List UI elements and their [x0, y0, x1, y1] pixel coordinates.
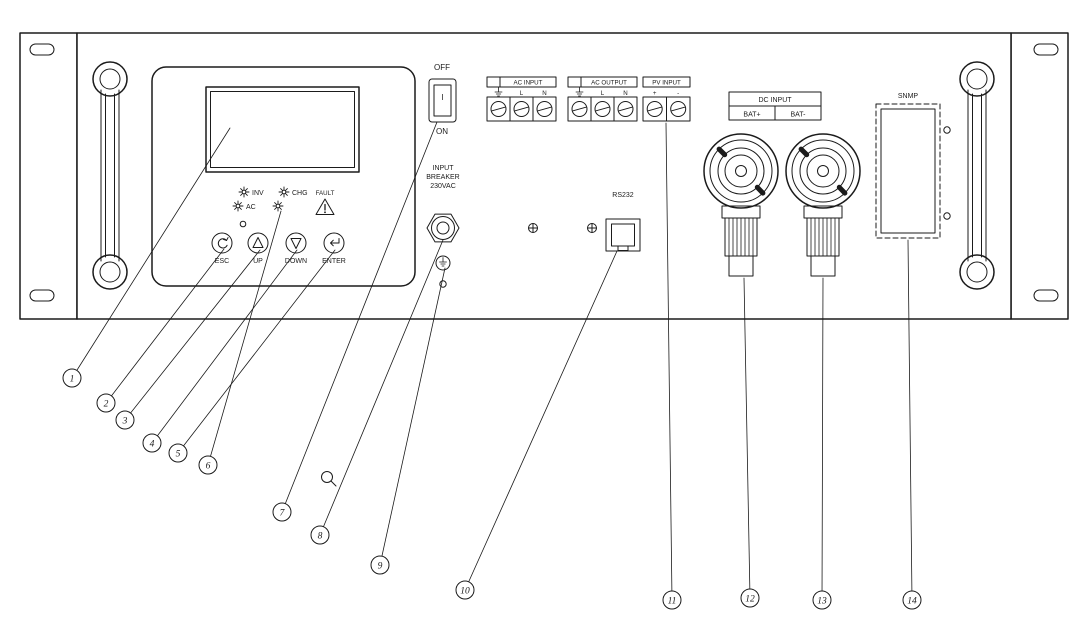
rs232-port: RS232: [605, 192, 641, 252]
bat-plus-label: BAT+: [743, 112, 760, 119]
callout-6: 6: [198, 210, 282, 475]
up-label: UP: [253, 258, 263, 265]
callouts: 1 2 3 4 5 6 7: [62, 121, 922, 610]
ac-output-pin-n: N: [623, 90, 627, 97]
rack-ear-right: [1010, 32, 1069, 320]
inv-led-label: INV: [252, 190, 264, 197]
callout-10: 10: [455, 250, 618, 600]
switch-off-label: OFF: [434, 63, 450, 72]
battery-connector-negative: [785, 133, 861, 277]
callout-8: 8: [310, 239, 444, 545]
pv-input-pin-minus: -: [677, 90, 679, 97]
input-breaker: INPUT BREAKER 230VAC: [426, 165, 460, 243]
front-panel-face: [76, 32, 1012, 320]
svg-text:7: 7: [280, 509, 286, 519]
callout-13: 13: [812, 277, 832, 610]
screw-hole: [943, 126, 951, 134]
callout-9: 9: [370, 267, 446, 575]
ac-led-icon: [232, 200, 244, 212]
snmp-label: SNMP: [898, 93, 919, 100]
display-bezel: INV CHG FAULT AC ESC: [151, 66, 416, 287]
down-button: DOWN: [285, 232, 307, 265]
pv-input-terminal: PV INPUT + -: [642, 76, 691, 122]
power-switch: OFF I ON: [428, 63, 457, 136]
down-label: DOWN: [285, 258, 307, 265]
svg-text:5: 5: [176, 450, 181, 460]
ac-input-pin-n: N: [542, 90, 546, 97]
svg-text:13: 13: [817, 597, 827, 607]
led-indicators: INV CHG FAULT AC: [232, 186, 335, 228]
callout-14: 14: [902, 239, 922, 610]
svg-text:9: 9: [378, 562, 383, 572]
svg-text:2: 2: [104, 400, 109, 410]
lcd-screen: [205, 86, 360, 173]
ground-terminal: [435, 255, 451, 288]
chassis: [19, 32, 1069, 320]
ac-output-pin-l: L: [601, 90, 605, 97]
callout-3: 3: [115, 249, 261, 430]
ac-led-label: AC: [246, 204, 256, 211]
callout-11: 11: [662, 122, 682, 610]
ac-input-terminal: AC INPUT L N: [486, 76, 557, 122]
status-led-dot: [239, 220, 247, 228]
snmp-slot: SNMP: [875, 93, 951, 239]
callout-4: 4: [142, 249, 298, 453]
switch-on-label: ON: [436, 127, 448, 136]
esc-label: ESC: [215, 258, 229, 265]
callout-1: 1: [62, 127, 231, 388]
rs232-label: RS232: [612, 192, 634, 199]
svg-text:12: 12: [745, 595, 755, 605]
svg-text:3: 3: [122, 417, 128, 427]
callout-12: 12: [740, 277, 760, 608]
ac-input-pin-l: L: [520, 90, 524, 97]
switch-on-mark: I: [441, 93, 443, 102]
callout-2: 2: [96, 248, 225, 413]
dc-input-label: DC INPUT BAT+ BAT-: [728, 91, 822, 121]
svg-text:4: 4: [150, 440, 155, 450]
ear-slot-top-left: [29, 43, 55, 56]
battery-connector-positive: [703, 133, 779, 277]
svg-text:8: 8: [318, 532, 323, 542]
keypad: ESC UP DOWN ENTER: [211, 232, 346, 265]
spare-led-icon: [272, 200, 284, 212]
svg-text:14: 14: [907, 597, 917, 607]
svg-text:11: 11: [668, 597, 677, 607]
callout-7: 7: [272, 121, 438, 522]
warning-triangle-icon: [315, 198, 335, 215]
svg-text:6: 6: [206, 462, 211, 472]
handle-right: [959, 61, 995, 290]
callout-5: 5: [168, 249, 336, 463]
esc-button: ESC: [211, 232, 233, 265]
panel-screw-icon: [587, 223, 597, 233]
breaker-label-2: BREAKER: [426, 174, 459, 181]
panel-screw-icon: [528, 223, 538, 233]
screw-hole: [439, 280, 447, 288]
breaker-nut: [426, 213, 460, 243]
pv-input-pin-plus: +: [653, 90, 657, 97]
ac-output-terminal: AC OUTPUT L N: [567, 76, 638, 122]
chg-led-label: CHG: [292, 190, 308, 197]
pv-input-title: PV INPUT: [652, 80, 681, 87]
ear-slot-top-right: [1033, 43, 1059, 56]
svg-text:10: 10: [460, 587, 470, 597]
ac-input-title: AC INPUT: [514, 80, 543, 87]
magnifier-icon: [321, 471, 337, 487]
enter-button: ENTER: [322, 232, 346, 265]
ac-output-title: AC OUTPUT: [591, 80, 627, 87]
breaker-label-3: 230VAC: [430, 183, 456, 190]
bat-minus-label: BAT-: [790, 112, 806, 119]
handle-left: [92, 61, 128, 290]
inv-led-icon: [238, 186, 250, 198]
svg-text:1: 1: [70, 375, 75, 385]
chg-led-icon: [278, 186, 290, 198]
fault-label: FAULT: [316, 190, 335, 197]
dc-input-title: DC INPUT: [758, 97, 792, 104]
ear-slot-bottom-left: [29, 289, 55, 302]
screw-hole: [943, 212, 951, 220]
ear-slot-bottom-right: [1033, 289, 1059, 302]
rack-ear-left: [19, 32, 78, 320]
enter-label: ENTER: [322, 258, 346, 265]
breaker-label-1: INPUT: [433, 165, 455, 172]
